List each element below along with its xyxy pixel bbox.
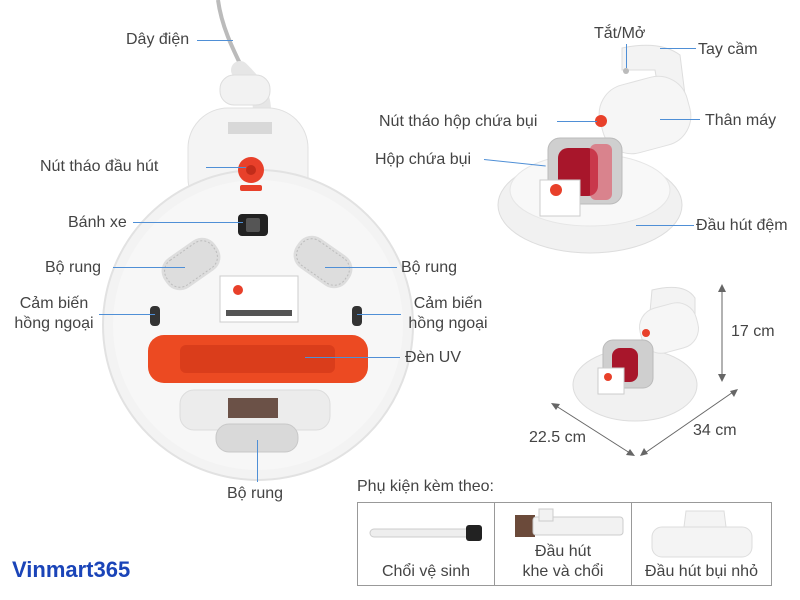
label-pad-nozzle: Đầu hút đệm: [696, 217, 788, 234]
accessory-crevice-tool: Đầu hút khe và chổi: [494, 502, 632, 586]
leader-uv: [305, 357, 400, 358]
label-body: Thân máy: [705, 112, 777, 129]
label-handle: Tay cầm: [698, 41, 758, 58]
depth-dimension-line: [552, 403, 634, 456]
label-uv-lamp: Đèn UV: [405, 349, 462, 366]
leader-pad-nozzle: [636, 225, 694, 226]
leader-vibrator-right: [325, 267, 397, 268]
vibrator-pad-left: [161, 237, 221, 291]
small-nozzle-image: [651, 510, 753, 558]
label-ir-sensor-left: Cảm biến hồng ngoại: [8, 294, 100, 334]
label-dust-box: Hộp chứa bụi: [375, 151, 472, 168]
label-nozzle-release: Nút tháo đầu hút: [40, 158, 159, 175]
leader-vibrator-bottom: [257, 440, 258, 482]
leader-wheel: [133, 222, 243, 223]
accessory-label-1: Chổi vệ sinh: [381, 563, 471, 580]
label-ir-sensor-right: Cảm biến hồng ngoại: [402, 294, 494, 334]
label-ir-right-line2: hồng ngoại: [408, 315, 488, 332]
ir-sensor-right: [352, 306, 362, 326]
leader-nozzle-release: [206, 167, 246, 168]
label-dust-release: Nút tháo hộp chứa bụi: [379, 113, 538, 130]
label-vibrator-left: Bộ rung: [45, 259, 102, 276]
label-ir-left-line2: hồng ngoại: [14, 315, 94, 332]
accessory-small-nozzle: Đầu hút bụi nhỏ: [631, 502, 772, 586]
label-wheel: Bánh xe: [68, 214, 127, 231]
accessory-label-2-line1: Đầu hút: [534, 543, 592, 560]
label-vibrator-right: Bộ rung: [401, 259, 458, 276]
leader-power: [626, 44, 627, 68]
accessories-title: Phụ kiện kèm theo:: [357, 478, 494, 495]
cleaning-brush-image: [369, 525, 482, 541]
leader-ir-right: [357, 314, 401, 315]
dust-release-button: [595, 115, 607, 127]
leader-cord: [197, 40, 233, 41]
suction-port: [228, 398, 278, 418]
label-width: 34 cm: [693, 422, 737, 439]
leader-vibrator-left: [113, 267, 185, 268]
label-ir-right-line1: Cảm biến: [413, 295, 483, 312]
leader-ir-left: [99, 314, 155, 315]
label-power: Tắt/Mở: [594, 25, 646, 42]
ir-sensor-left: [150, 306, 160, 326]
accessory-cleaning-brush: Chổi vệ sinh: [357, 502, 495, 586]
label-vibrator-bottom: Bộ rung: [227, 485, 284, 502]
label-height: 17 cm: [731, 323, 775, 340]
vibrator-pad-right: [293, 235, 353, 289]
leader-body: [660, 119, 700, 120]
label-ir-left-line1: Cảm biến: [19, 295, 89, 312]
accessory-label-2-line2: khe và chổi: [522, 563, 604, 580]
accessory-label-2: Đầu hút khe và chổi: [495, 542, 631, 582]
leader-dust-release: [557, 121, 597, 122]
leader-handle: [660, 48, 696, 49]
crevice-tool-image: [515, 508, 624, 537]
width-dimension-line: [641, 389, 737, 456]
label-depth: 22.5 cm: [529, 429, 586, 446]
brand-logo: Vinmart365: [12, 557, 131, 582]
power-button: [623, 68, 629, 74]
label-cord: Dây điện: [126, 31, 190, 48]
accessory-label-3: Đầu hút bụi nhỏ: [645, 563, 758, 580]
dust-bin: [539, 137, 623, 217]
